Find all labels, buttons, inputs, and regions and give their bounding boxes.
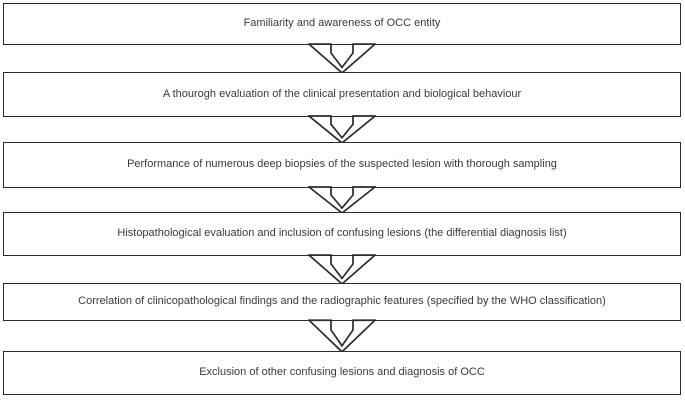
flow-step-5-label: Correlation of clinicopathological findi… [78, 295, 606, 308]
flow-step-6-label: Exclusion of other confusing lesions and… [199, 366, 485, 379]
down-arrow-icon [308, 254, 376, 285]
flow-step-1: Familiarity and awareness of OCC entity [3, 3, 681, 45]
flow-step-3: Performance of numerous deep biopsies of… [3, 142, 681, 188]
flow-step-3-label: Performance of numerous deep biopsies of… [127, 158, 557, 171]
flow-step-2: A thourogh evaluation of the clinical pr… [3, 72, 681, 117]
flow-step-4: Histopathological evaluation and inclusi… [3, 212, 681, 256]
flow-step-2-label: A thourogh evaluation of the clinical pr… [162, 87, 522, 100]
flow-step-4-label: Histopathological evaluation and inclusi… [117, 227, 567, 240]
flow-step-6: Exclusion of other confusing lesions and… [3, 351, 681, 395]
flow-step-1-label: Familiarity and awareness of OCC entity [243, 17, 441, 30]
down-arrow-icon [308, 319, 376, 353]
flow-step-5: Correlation of clinicopathological findi… [3, 283, 681, 321]
down-arrow-icon [308, 43, 376, 74]
down-arrow-icon [308, 115, 376, 144]
down-arrow-icon [308, 186, 376, 214]
